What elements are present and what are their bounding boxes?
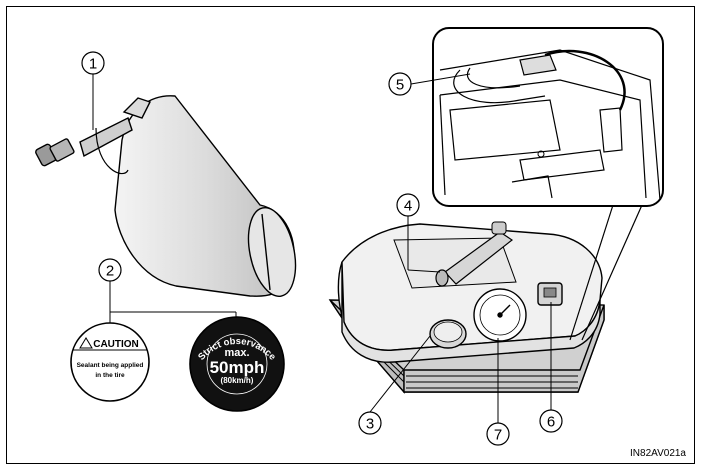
inset-detail — [432, 27, 664, 341]
svg-text:max.: max. — [224, 347, 249, 359]
svg-text:1: 1 — [89, 56, 97, 73]
svg-text:5: 5 — [396, 77, 404, 94]
compressor — [328, 221, 605, 394]
caution-label: CAUTION Sealant being applied in the tir… — [70, 322, 150, 402]
callout-6: 6 — [539, 302, 563, 433]
callout-4: 4 — [396, 193, 441, 273]
speed-label: Strict observance max. 50mph (80km/h) Dr… — [189, 316, 285, 440]
svg-text:6: 6 — [547, 414, 555, 431]
svg-text:7: 7 — [494, 427, 502, 444]
svg-text:50mph: 50mph — [210, 358, 265, 377]
svg-text:in the tire: in the tire — [95, 372, 125, 379]
callout-1: 1 — [81, 51, 105, 130]
figure-code: IN82AV021a — [630, 448, 686, 459]
svg-text:Sealant being applied: Sealant being applied — [77, 362, 144, 369]
svg-text:(80km/h): (80km/h) — [221, 376, 254, 385]
svg-text:CAUTION: CAUTION — [93, 339, 139, 350]
callout-3: 3 — [358, 335, 431, 435]
svg-text:4: 4 — [404, 198, 412, 215]
svg-text:2: 2 — [106, 263, 114, 280]
svg-text:3: 3 — [366, 416, 374, 433]
callout-5: 5 — [388, 72, 471, 96]
callout-7: 7 — [486, 338, 510, 446]
sealant-bottle — [35, 95, 297, 297]
